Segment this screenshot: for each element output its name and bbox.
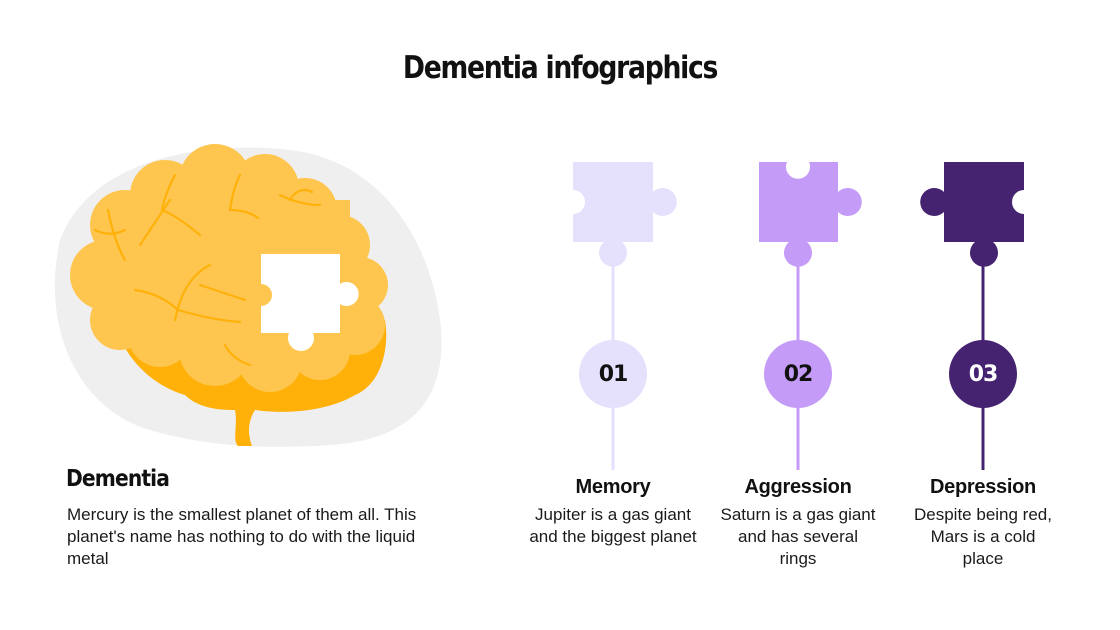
step-2-puzzle-piece-icon (759, 162, 862, 470)
step-1-title: Memory (575, 476, 651, 498)
dementia-heading: Dementia (66, 466, 170, 492)
step-3-title: Depression (930, 476, 1036, 498)
step-3-puzzle-piece-icon (920, 162, 1024, 470)
step-2-title: Aggression (744, 476, 852, 498)
step-1-description: Jupiter is a gas giant and the biggest p… (529, 505, 697, 546)
missing-puzzle-piece-icon (261, 254, 359, 352)
step-1-puzzle-piece-icon (573, 162, 677, 470)
page-title: Dementia infographics (402, 50, 719, 86)
dementia-description: Mercury is the smallest planet of them a… (67, 505, 417, 568)
brain-icon (70, 144, 388, 446)
step-1-number: 01 (598, 361, 629, 387)
step-2-number: 02 (783, 361, 814, 387)
step-3-number: 03 (968, 361, 999, 387)
step-2-description: Saturn is a gas giant and has several ri… (720, 505, 876, 568)
step-3-description: Despite being red, Mars is a cold place (914, 505, 1052, 568)
